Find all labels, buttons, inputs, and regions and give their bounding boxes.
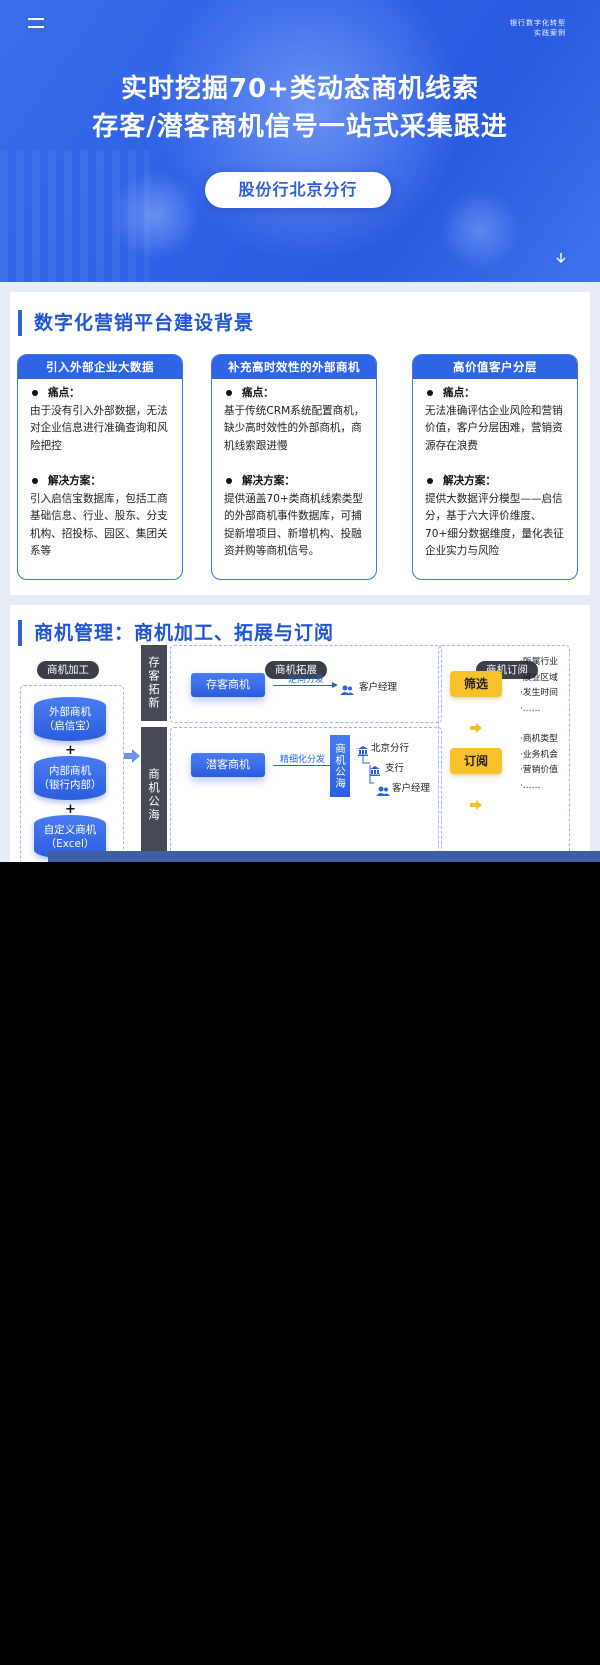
list-item: ·发生时间 (520, 688, 558, 698)
potential-leads-node: 潜客商机 (191, 753, 265, 777)
arrow-right-icon (273, 762, 340, 768)
solution-label: 解决方案： (242, 475, 295, 487)
list-item: ·业务机会 (520, 749, 558, 760)
pain-text: 基于传统CRM系统配置商机，缺少高时效性的外部商机，商机线索跟进慢 (224, 404, 365, 452)
bank-name-badge: 股份行北京分行 (205, 172, 391, 208)
section-title: 数字化营销平台建设背景 (18, 310, 254, 336)
bullet-icon (427, 477, 433, 484)
list-item: ·商机类型 (520, 734, 558, 744)
pain-label: 痛点： (48, 387, 80, 399)
person-icon (340, 680, 354, 695)
source-line: 内部商机 (49, 765, 91, 777)
arrow-down-icon[interactable] (554, 252, 568, 266)
source-internal: 内部商机 （银行内部） (34, 756, 106, 800)
list-item: ·所属行业 (520, 657, 558, 667)
source-external: 外部商机 （启信宝） (34, 697, 106, 741)
background-card: 数字化营销平台建设背景 引入外部企业大数据 痛点： 由于没有引入外部数据，无法对… (10, 292, 590, 595)
plus-sign: + (65, 743, 76, 758)
arrow-right-icon (470, 795, 482, 810)
arrow-label: 精细化分发 (280, 755, 326, 765)
section-title: 商机管理：商机加工、拓展与订阅 (18, 620, 334, 646)
brand-label: 银行数字化转型 实践案例 (510, 18, 566, 38)
list-item: ·…… (520, 780, 541, 791)
pain-label: 痛点： (242, 387, 274, 399)
source-line: （Excel） (45, 838, 95, 850)
arrow-right-icon (124, 748, 140, 763)
pool-node: 商机公海 (330, 735, 350, 797)
arrow-right-icon (470, 718, 482, 733)
tag-process: 商机加工 (37, 661, 99, 679)
label-pool: 商机公海 (141, 727, 167, 862)
decorative-bubble (110, 170, 200, 260)
target-manager: 客户经理 (359, 682, 398, 693)
page-title: 实时挖掘70+类动态商机线索 存客/潜客商机信号一站式采集跟进 (0, 70, 600, 146)
pain-label: 痛点： (443, 387, 475, 399)
bank-icon (370, 761, 380, 776)
solution-text: 提供涵盖70+类商机线索类型的外部商机事件数据库，可捕捉新增项目、新增机构、投融… (224, 492, 363, 558)
title-line2: 存客/潜客商机信号一站式采集跟进 (92, 112, 508, 142)
node-manager: 客户经理 (392, 783, 431, 794)
bottom-overlay-bar (48, 851, 600, 862)
title-line1: 实时挖掘70+类动态商机线索 (121, 74, 479, 104)
label-existing: 存客拓新 (141, 645, 167, 721)
bullet-icon (32, 477, 38, 484)
bullet-icon (226, 477, 232, 484)
node-sub-branch: 支行 (385, 763, 405, 774)
source-line: 外部商机 (49, 706, 91, 718)
bullet-icon (427, 389, 433, 396)
hero-banner: 银行数字化转型 实践案例 实时挖掘70+类动态商机线索 存客/潜客商机信号一站式… (0, 0, 600, 282)
source-line: （启信宝） (43, 720, 97, 732)
tag-expand: 商机拓展 (265, 661, 327, 679)
vertical-label: 存客拓新 (147, 656, 161, 710)
pain-text: 由于没有引入外部数据，无法对企业信息进行准确查询和风险把控 (30, 404, 168, 452)
bullet-icon (226, 389, 232, 396)
vertical-label: 商机公海 (334, 743, 346, 789)
list-item: ·展业区域 (520, 672, 558, 683)
info-box-external-data: 引入外部企业大数据 痛点： 由于没有引入外部数据，无法对企业信息进行准确查询和风… (17, 354, 183, 580)
decorative-glow (160, 0, 460, 260)
management-card: 商机管理：商机加工、拓展与订阅 商机加工 商机拓展 商机订阅 外部商机 （启信宝… (10, 605, 590, 862)
solution-label: 解决方案： (48, 475, 101, 487)
arrow-right-icon (273, 682, 338, 688)
pain-text: 无法准确评估企业风险和营销价值，客户分层困难，营销资源存在浪费 (425, 404, 563, 452)
info-box-heading: 高价值客户分层 (413, 355, 577, 379)
info-box-timely-leads: 补充高时效性的外部商机 痛点： 基于传统CRM系统配置商机，缺少高时效性的外部商… (211, 354, 377, 580)
tree-connector (362, 753, 374, 784)
arrow-label: 定向分发 (288, 675, 325, 685)
bullet-icon (32, 389, 38, 396)
process-frame (20, 685, 124, 862)
info-box-heading: 补充高时效性的外部商机 (212, 355, 376, 379)
solution-label: 解决方案： (443, 475, 496, 487)
subscribe-button[interactable]: 订阅 (450, 748, 502, 774)
existing-leads-node: 存客商机 (191, 673, 265, 697)
bank-icon (358, 741, 368, 756)
decorative-bubble (440, 190, 520, 270)
subscribe-frame (438, 645, 570, 862)
page: 银行数字化转型 实践案例 实时挖掘70+类动态商机线索 存客/潜客商机信号一站式… (0, 0, 600, 862)
vertical-label: 商机公海 (147, 767, 161, 822)
filter-button[interactable]: 筛选 (450, 671, 502, 697)
filter-list: ·所属行业 ·展业区域 ·发生时间 ·…… (520, 655, 558, 717)
brand-line2: 实践案例 (534, 29, 566, 37)
solution-text: 引入启信宝数据库，包括工商基础信息、行业、股东、分支机构、招投标、园区、集团关系… (30, 492, 168, 558)
menu-icon[interactable] (28, 18, 44, 28)
node-branch: 北京分行 (371, 743, 410, 754)
brand-line1: 银行数字化转型 (510, 19, 566, 27)
subscribe-list: ·商机类型 ·业务机会 ·营销价值 ·…… (520, 732, 558, 794)
existing-frame (170, 645, 442, 723)
decorative-building (0, 150, 150, 282)
person-icon (376, 781, 390, 796)
list-item: ·营销价值 (520, 765, 558, 775)
solution-text: 提供大数据评分模型——启信分，基于六大评价维度、70+细分数据维度，量化表征企业… (425, 492, 564, 558)
info-box-heading: 引入外部企业大数据 (18, 355, 182, 379)
source-line: 自定义商机 (43, 824, 97, 836)
plus-sign: + (65, 802, 76, 817)
list-item: ·…… (520, 703, 541, 714)
pool-frame (170, 727, 442, 862)
source-line: （银行内部） (38, 779, 102, 791)
info-box-customer-tiering: 高价值客户分层 痛点： 无法准确评估企业风险和营销价值，客户分层困难，营销资源存… (412, 354, 578, 580)
